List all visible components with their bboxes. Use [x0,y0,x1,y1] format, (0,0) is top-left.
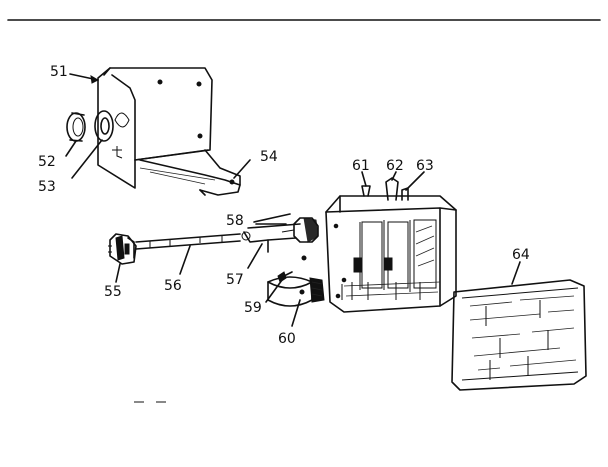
part-64-cover-panel [451,279,587,391]
part-56-shaft [135,233,241,250]
callout-63: 63 [416,158,434,174]
callout-62: 62 [386,158,404,174]
callout-53: 53 [38,179,56,195]
callout-61: 61 [352,158,370,174]
callout-60: 60 [278,331,296,347]
callout-52: 52 [38,154,56,170]
callout-57: 57 [226,272,244,288]
part-51-bracket [97,67,241,196]
callout-54: 54 [260,149,278,165]
part-57-lever [241,223,301,253]
callout-55: 55 [104,284,122,300]
part-52-nut [66,112,86,142]
callout-59: 59 [244,300,262,316]
callout-64: 64 [512,247,530,263]
callout-58: 58 [226,213,244,229]
part-60-motor [267,276,325,307]
callout-56: 56 [164,278,182,294]
callout-labels: 51 52 53 54 55 56 57 58 59 60 61 62 63 6… [38,64,530,347]
main-control-box [325,177,457,313]
part-55-connector [108,233,137,265]
part-58-knob [281,217,319,261]
callout-51: 51 [50,64,68,80]
leader-lines [65,73,521,327]
part-53-washer [94,110,114,142]
